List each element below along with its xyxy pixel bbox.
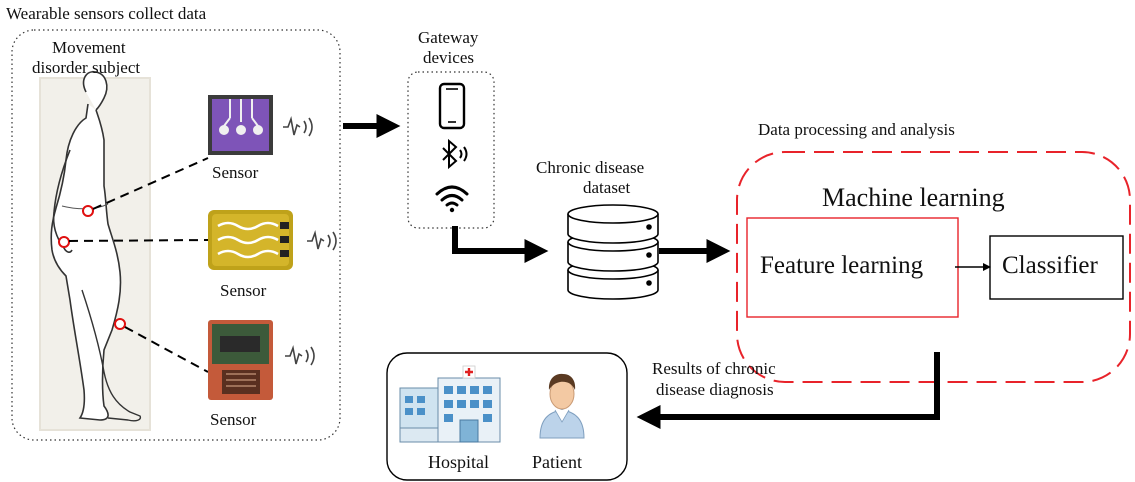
results-label-line2: disease diagnosis (656, 380, 774, 399)
signal-wave-icon (285, 345, 315, 366)
patient-icon (539, 373, 585, 439)
wifi-icon (435, 185, 469, 213)
sensor-chip-purple-icon (208, 95, 273, 155)
smartphone-icon (438, 82, 466, 130)
subject-label-line1: Movement (52, 38, 126, 57)
wearable-section-title: Wearable sensors collect data (6, 4, 207, 23)
patient-label: Patient (532, 452, 582, 472)
dataset-title-line2: dataset (583, 178, 631, 197)
arrow-to-dataset (452, 226, 549, 263)
connector-knee-sensor (124, 326, 209, 373)
connector-waist-sensor (68, 239, 209, 242)
outcome-box (386, 352, 628, 481)
classifier-box (989, 235, 1124, 300)
sensor-label-2: Sensor (220, 281, 267, 300)
arrow-to-outcome (636, 352, 940, 429)
signal-wave-icon (307, 230, 337, 251)
database-icon (567, 204, 659, 300)
bluetooth-icon (442, 138, 468, 170)
gateway-title-line2: devices (423, 48, 474, 67)
hospital-icon (399, 365, 501, 443)
human-figure (39, 70, 151, 431)
sensor-strain-yellow-icon (208, 210, 293, 270)
signal-wave-icon (283, 116, 313, 137)
feature-learning-box (746, 217, 959, 318)
sensor-patch-icon (208, 320, 273, 400)
gateway-box (407, 71, 495, 229)
subject-label-line2: disorder subject (32, 58, 141, 77)
sensor-point-hip (82, 205, 94, 217)
processing-box (736, 151, 1131, 383)
wearable-section-box (11, 29, 341, 441)
sensor-point-knee (114, 318, 126, 330)
hospital-label: Hospital (428, 452, 489, 472)
feature-learning-label: Feature learning (760, 252, 924, 279)
sensor-point-waist (58, 236, 70, 248)
processing-title: Data processing and analysis (758, 120, 955, 139)
classifier-label: Classifier (1002, 252, 1098, 279)
machine-learning-title: Machine learning (822, 183, 1005, 212)
sensor-label-1: Sensor (212, 163, 259, 182)
connector-hip-sensor (92, 157, 209, 210)
sensor-label-3: Sensor (210, 410, 257, 429)
dataset-title-line1: Chronic disease (536, 158, 645, 177)
results-label-line1: Results of chronic (652, 359, 776, 378)
gateway-title-line1: Gateway (418, 28, 479, 47)
